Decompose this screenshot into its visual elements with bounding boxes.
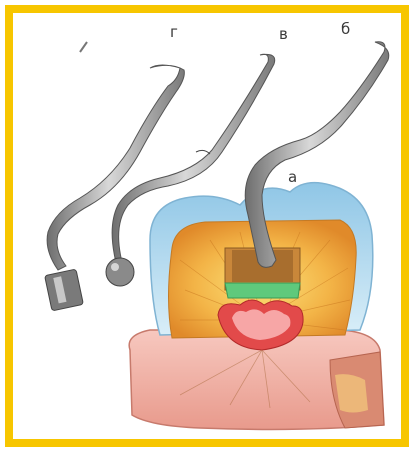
label-b: б	[341, 22, 350, 37]
label-g: г	[170, 25, 178, 40]
pointer-mark	[80, 42, 87, 52]
label-a: а	[288, 170, 297, 185]
label-v: в	[279, 27, 288, 42]
